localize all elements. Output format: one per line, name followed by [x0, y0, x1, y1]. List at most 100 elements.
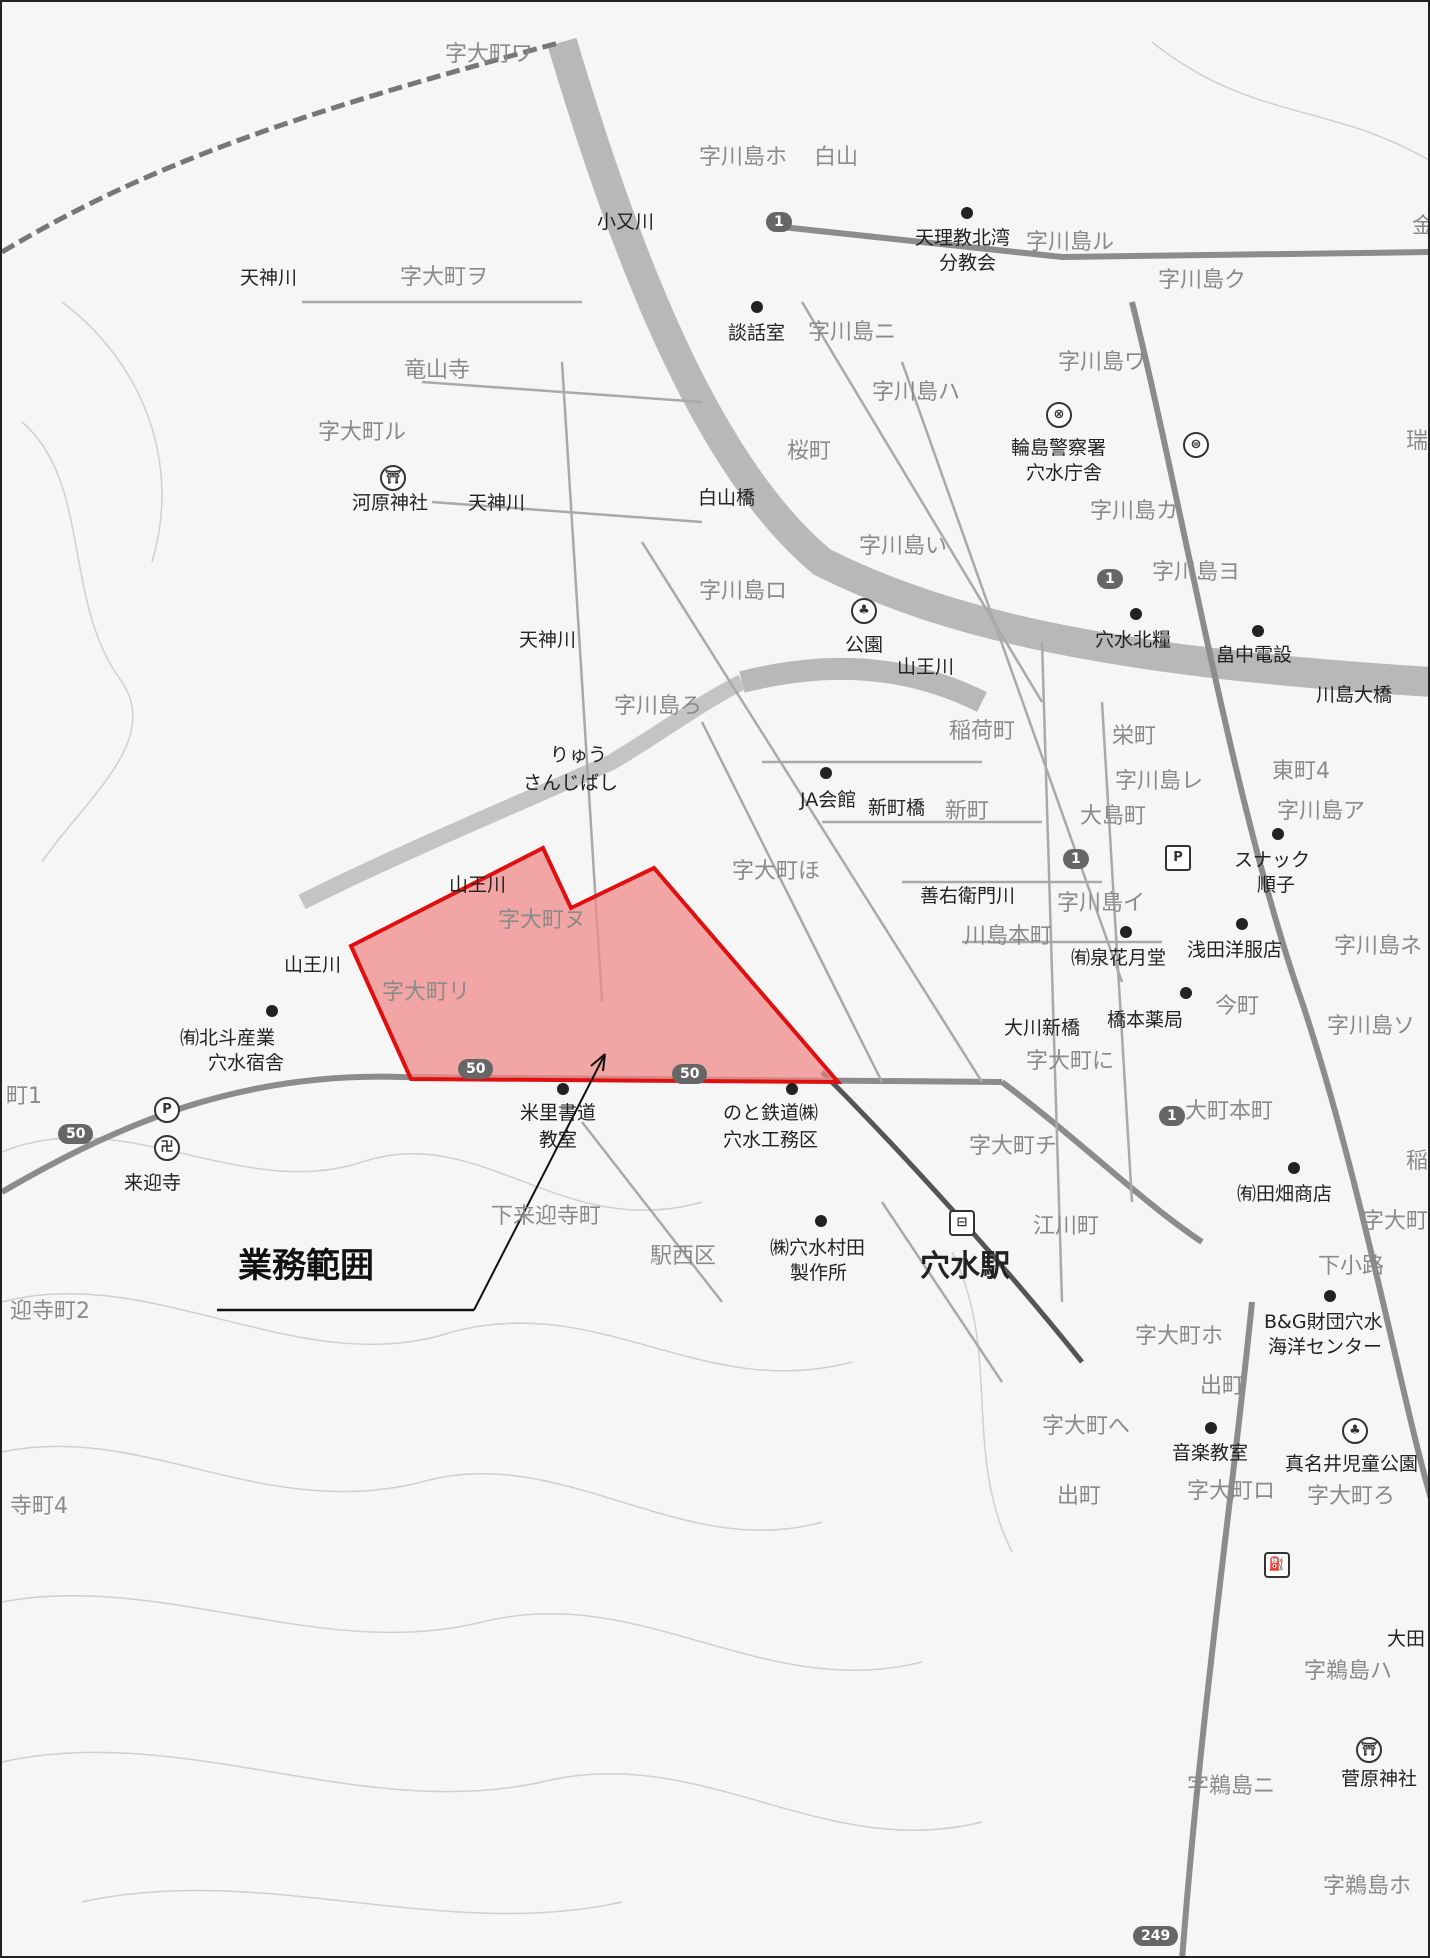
area-label: 稲	[1406, 1149, 1429, 1174]
area-label: 字川島ネ	[1334, 934, 1423, 959]
poi-label[interactable]: 浅田洋服店	[1187, 939, 1283, 961]
poi-label[interactable]: 大田	[1387, 1628, 1426, 1650]
railway-north	[2, 39, 563, 255]
poi-label[interactable]: 穴水宿舎	[208, 1052, 285, 1074]
area-label: 東町4	[1272, 759, 1330, 784]
poi-dot	[1120, 926, 1132, 938]
poi-label[interactable]: 米里書道	[520, 1102, 597, 1124]
area-label: 字大町ヲ	[400, 265, 489, 290]
route-shield: 1	[1159, 1106, 1185, 1126]
area-label: 瑞	[1406, 429, 1429, 454]
poi-label[interactable]: 分教会	[939, 252, 997, 274]
route-shield: 1	[1097, 569, 1123, 589]
poi-label[interactable]: 穴水庁舎	[1026, 462, 1103, 484]
poi-label[interactable]: 菅原神社	[1341, 1768, 1418, 1790]
minor-roads	[302, 300, 1162, 1383]
poi-label[interactable]: ㈲田畑商店	[1237, 1183, 1333, 1205]
temple-icon: 卍	[154, 1135, 180, 1161]
area-label: 字大町ろ	[1307, 1484, 1396, 1509]
poi-label[interactable]: 教室	[539, 1129, 578, 1151]
area-label: 下小路	[1318, 1254, 1385, 1279]
poi-dot	[266, 1005, 278, 1017]
area-label: 字大町ワ	[445, 42, 534, 67]
poi-dot	[961, 207, 973, 219]
poi-label[interactable]: 製作所	[790, 1262, 848, 1284]
poi-label[interactable]: 穴水北糧	[1095, 629, 1172, 651]
poi-label[interactable]: 来迎寺	[124, 1172, 182, 1194]
area-label: 字大町ロ	[1187, 1479, 1276, 1504]
poi-label[interactable]: 輪島警察署	[1011, 437, 1107, 459]
poi-label[interactable]: 順子	[1257, 874, 1296, 896]
poi-label[interactable]: 小又川	[597, 211, 655, 233]
poi-label[interactable]: りゅう	[550, 744, 608, 766]
poi-label[interactable]: 橋本薬局	[1107, 1009, 1184, 1031]
park-icon: ♣	[851, 598, 877, 624]
poi-dot	[557, 1083, 569, 1095]
poi-label[interactable]: 畠中電設	[1216, 644, 1293, 666]
area-label: 新町	[945, 799, 990, 824]
poi-label[interactable]: さんじばし	[523, 772, 619, 794]
area-label: 字川島ル	[1026, 230, 1115, 255]
area-label: 出町	[1200, 1374, 1245, 1399]
shrine-icon: ⛩	[1356, 1737, 1382, 1763]
poi-label[interactable]: ㈱穴水村田	[770, 1237, 866, 1259]
river-band	[547, 37, 1428, 697]
poi-dot	[1324, 1290, 1336, 1302]
park-icon: ♣	[1342, 1418, 1368, 1444]
area-label: 下来迎寺町	[491, 1204, 602, 1229]
poi-label[interactable]: スナック	[1234, 849, 1311, 871]
sannou-river	[298, 674, 746, 910]
callout-arrowhead	[590, 1053, 606, 1072]
poi-label[interactable]: 談話室	[728, 322, 786, 344]
poi-label[interactable]: 天理教北湾	[915, 227, 1011, 249]
bus-icon: ⊜	[1183, 432, 1209, 458]
area-label: 栄町	[1112, 724, 1157, 749]
area-label: 金	[1412, 214, 1428, 239]
poi-label: 善右衛門川	[920, 885, 1016, 907]
area-label: 稲荷町	[949, 719, 1016, 744]
area-label: 迎寺町2	[10, 1299, 90, 1324]
poi-label[interactable]: B&G財団穴水	[1264, 1311, 1383, 1333]
area-label: 桜町	[787, 439, 832, 464]
area-label: 字大町チ	[969, 1134, 1058, 1159]
area-label: 字川島ソ	[1327, 1014, 1416, 1039]
poi-dot	[1236, 918, 1248, 930]
poi-label[interactable]: JA会館	[800, 789, 857, 811]
area-label: 字川島ロ	[699, 579, 788, 604]
area-label: 字大町ヌ	[498, 908, 587, 933]
poi-label[interactable]: 新町橋	[868, 797, 926, 819]
area-label: 字川島ハ	[872, 380, 961, 405]
shrine-icon: ⛩	[380, 465, 406, 491]
area-label: 字川島ワ	[1058, 350, 1147, 375]
area-label: 字大町に	[1026, 1049, 1115, 1074]
poi-label[interactable]: ㈲泉花月堂	[1071, 947, 1167, 969]
area-label: 字川島い	[859, 534, 948, 559]
callout-leader-line	[473, 1053, 606, 1311]
poi-label[interactable]: 海洋センター	[1268, 1336, 1383, 1358]
area-label: 大島町	[1080, 804, 1147, 829]
major-roads	[2, 224, 1428, 1956]
poi-label[interactable]: 大川新橋	[1004, 1017, 1081, 1039]
poi-label[interactable]: 音楽教室	[1172, 1442, 1249, 1464]
poi-label[interactable]: 川島大橋	[1316, 684, 1393, 706]
area-label: 町1	[6, 1084, 42, 1109]
poi-label[interactable]: 竜山寺	[404, 358, 471, 383]
area-label: 字川島カ	[1090, 499, 1179, 524]
area-label: 川島本町	[964, 924, 1053, 949]
poi-label[interactable]: 河原神社	[352, 492, 429, 514]
area-label: 大町本町	[1185, 1099, 1274, 1124]
poi-dot	[1252, 625, 1264, 637]
poi-label[interactable]: のと鉄道㈱	[723, 1102, 819, 1124]
route-shield: 50	[458, 1059, 494, 1079]
poi-label[interactable]: 公園	[845, 634, 884, 656]
poi-label[interactable]: ㈲北斗産業	[180, 1027, 276, 1049]
poi-dot	[820, 767, 832, 779]
business-area-polygon[interactable]	[348, 845, 843, 1085]
route-shield: 249	[1133, 1926, 1179, 1946]
poi-label[interactable]: 白山橋	[698, 487, 756, 509]
station-label[interactable]: 穴水駅	[920, 1249, 1010, 1284]
poi-label[interactable]: 真名井児童公園	[1285, 1453, 1419, 1475]
poi-label[interactable]: 穴水工務区	[723, 1129, 819, 1151]
